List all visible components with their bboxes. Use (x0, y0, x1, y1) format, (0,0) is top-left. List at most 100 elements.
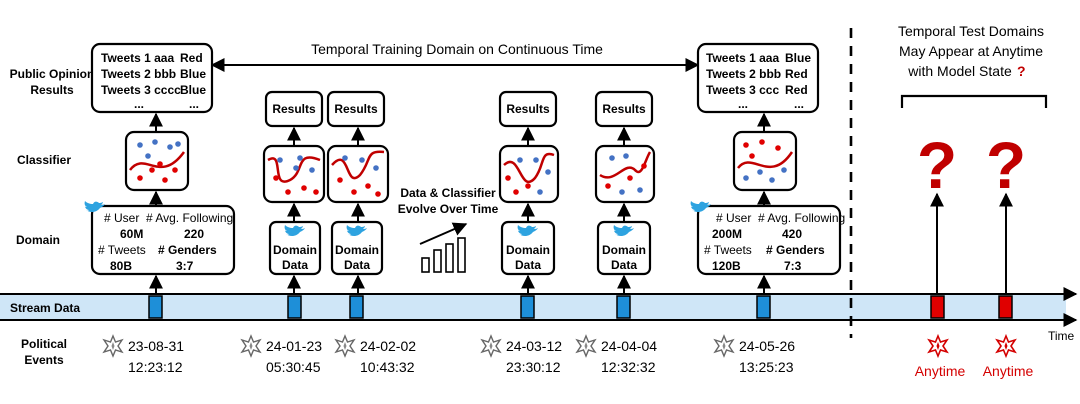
right-domain-box: # User # Avg. Following 200M 420 # Tweet… (690, 201, 845, 276)
question-mark-icon: ? (986, 128, 1026, 202)
results-label: Results (602, 102, 646, 116)
anytime-burst-icon (996, 335, 1016, 357)
left-tweet-3-text: Tweets 3 cccc (101, 83, 181, 97)
test-title-line-1: Temporal Test Domains (898, 23, 1044, 39)
right-tweet-2-text: Tweets 2 bbb (706, 67, 781, 81)
domain-data-4: Domain Data (500, 220, 556, 276)
label-public-opinion-1: Public Opinion (10, 67, 95, 81)
left-genders-label: # Genders (158, 243, 217, 257)
event-burst-icon (576, 335, 596, 357)
right-tweet-4-label: ... (794, 97, 804, 111)
domain-data-line-2: Data (515, 258, 541, 272)
right-tweet-1-label: Blue (785, 51, 811, 65)
classifier-2 (262, 144, 326, 204)
political-events: 23-08-31 12:23:12 24-01-23 05:30:45 24-0… (103, 335, 795, 375)
domain-data-line-1: Domain (335, 243, 379, 257)
domain-data-3: Domain Data (330, 220, 384, 276)
test-title-line-2: May Appear at Anytime (899, 43, 1043, 59)
domain-data-line-1: Domain (602, 243, 646, 257)
results-label: Results (506, 102, 550, 116)
domain-data-line-1: Domain (506, 243, 550, 257)
left-tweet-3-label: Blue (180, 83, 206, 97)
right-genders-label: # Genders (766, 243, 825, 257)
event-3-time: 10:43:32 (360, 359, 415, 375)
test-title-question: ? (1017, 63, 1026, 79)
event-1-time: 12:23:12 (128, 359, 183, 375)
right-genders-value: 7:3 (784, 259, 802, 273)
event-4-date: 24-03-12 (506, 338, 562, 354)
classifier-5 (594, 144, 656, 204)
domain-data-line-2: Data (611, 258, 637, 272)
right-user-label: # User (716, 211, 751, 225)
training-title: Temporal Training Domain on Continuous T… (311, 41, 603, 57)
row-labels: Public Opinion Results Classifier Domain… (10, 67, 95, 367)
test-title: Temporal Test Domains May Appear at Anyt… (898, 23, 1044, 79)
event-burst-icon (335, 335, 355, 357)
results-label: Results (272, 102, 316, 116)
right-tweet-4-text: ... (738, 97, 748, 111)
left-tweet-1-label: Red (180, 51, 203, 65)
question-mark-icon: ? (917, 128, 957, 202)
classifier-6 (732, 130, 798, 192)
left-tweets-label: # Tweets (98, 243, 146, 257)
event-4-time: 23:30:12 (506, 359, 561, 375)
label-stream-data: Stream Data (10, 301, 80, 315)
stream-markers (148, 295, 1013, 319)
label-political-1: Political (21, 337, 67, 351)
event-2-time: 05:30:45 (266, 359, 321, 375)
classifier-1 (124, 130, 190, 192)
label-political-2: Events (24, 353, 64, 367)
left-results-box: Tweets 1 aaa Red Tweets 2 bbb Blue Tweet… (90, 42, 214, 114)
event-6-time: 13:25:23 (739, 359, 794, 375)
event-2-date: 24-01-23 (266, 338, 322, 354)
domain-data-5: Domain Data (596, 220, 652, 276)
test-title-line-3: with Model State (907, 63, 1012, 79)
label-public-opinion-2: Results (30, 83, 74, 97)
label-classifier: Classifier (17, 153, 71, 167)
domain-data-line-2: Data (344, 258, 370, 272)
event-6-date: 24-05-26 (739, 338, 795, 354)
test-bracket (900, 94, 1048, 108)
event-burst-icon (103, 335, 123, 357)
right-tweet-1-text: Tweets 1 aaa (706, 51, 779, 65)
upward-arrows (149, 112, 771, 294)
right-tweet-3-text: Tweets 3 ccc (706, 83, 779, 97)
left-domain-box: # User # Avg. Following 60M 220 # Tweets… (84, 201, 236, 276)
right-following-label: # Avg. Following (758, 211, 845, 225)
results-box-3: Results (326, 90, 386, 128)
classifier-3 (326, 144, 390, 204)
right-tweet-2-label: Red (785, 67, 808, 81)
right-results-box: Tweets 1 aaa Blue Tweets 2 bbb Red Tweet… (696, 42, 820, 114)
left-following-label: # Avg. Following (146, 211, 233, 225)
anytime-burst-icon (928, 335, 948, 357)
time-label: Time (1048, 329, 1075, 343)
domain-data-2: Domain Data (268, 220, 322, 276)
right-tweets-label: # Tweets (704, 243, 752, 257)
left-tweet-4-text: ... (134, 97, 144, 111)
left-genders-value: 3:7 (176, 259, 194, 273)
anytime-label-2: Anytime (983, 363, 1034, 379)
domain-data-line-2: Data (282, 258, 308, 272)
label-domain: Domain (16, 233, 60, 247)
event-3-date: 24-02-02 (360, 338, 416, 354)
left-tweet-2-text: Tweets 2 bbb (101, 67, 176, 81)
event-5-date: 24-04-04 (601, 338, 657, 354)
evolve-text-1: Data & Classifier (400, 186, 496, 200)
left-user-label: # User (104, 211, 139, 225)
event-5-time: 12:32:32 (601, 359, 656, 375)
right-following-value: 420 (782, 227, 802, 241)
results-box-4: Results (498, 90, 558, 128)
left-tweet-1-text: Tweets 1 aaa (101, 51, 174, 65)
event-burst-icon (714, 335, 734, 357)
anytime-label-1: Anytime (915, 363, 966, 379)
event-burst-icon (481, 335, 501, 357)
right-tweets-value: 120B (712, 259, 741, 273)
left-user-value: 60M (120, 227, 143, 241)
left-tweet-4-label: ... (189, 97, 199, 111)
event-burst-icon (241, 335, 261, 357)
right-tweet-3-label: Red (785, 83, 808, 97)
results-box-2: Results (264, 90, 324, 128)
left-following-value: 220 (184, 227, 204, 241)
evolve-text-2: Evolve Over Time (398, 202, 499, 216)
